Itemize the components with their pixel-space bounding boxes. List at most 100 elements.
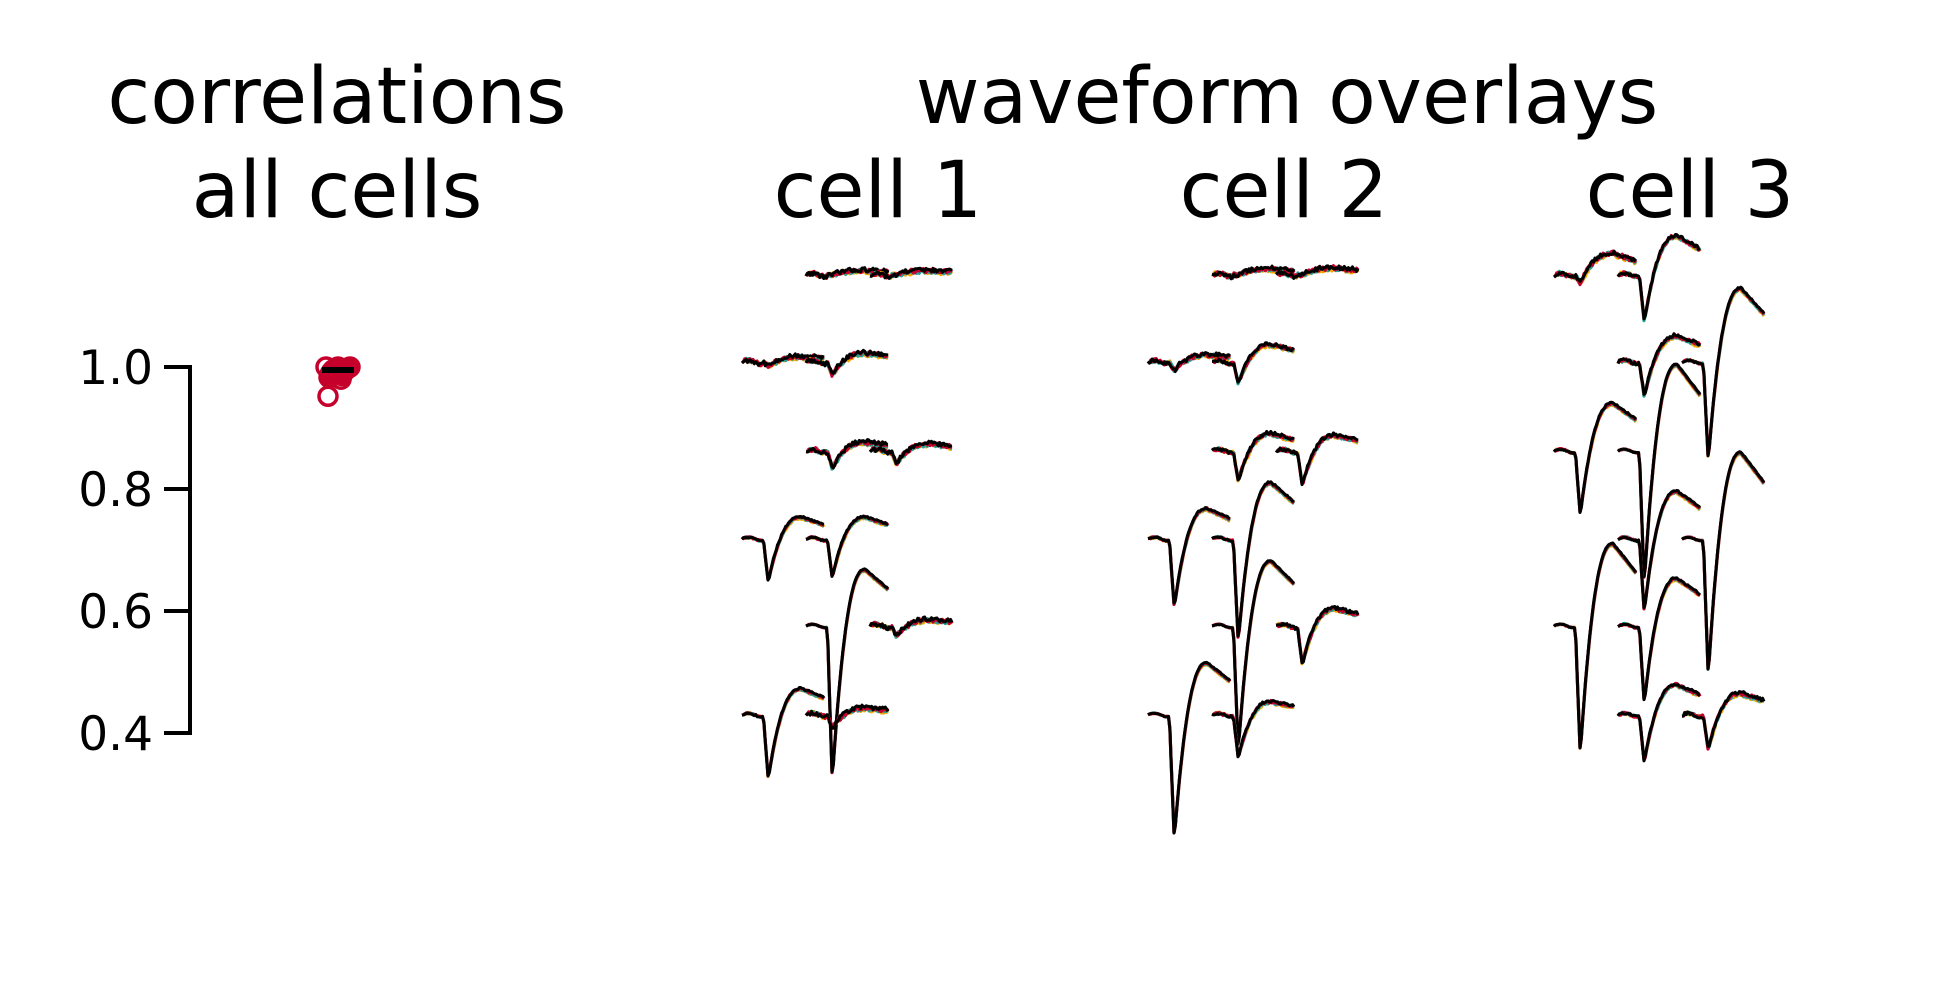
waveform-trace bbox=[1211, 480, 1295, 638]
waveform-trace bbox=[1616, 683, 1701, 763]
waveform-trace bbox=[1211, 699, 1295, 758]
waveform-trace bbox=[1552, 402, 1638, 514]
waveform-channel bbox=[1681, 285, 1766, 458]
waveform-trace bbox=[1552, 401, 1638, 514]
waveform-trace bbox=[1275, 264, 1360, 280]
waveform-channel bbox=[805, 514, 890, 578]
correlation-point bbox=[317, 385, 339, 408]
waveform-channel bbox=[1552, 400, 1638, 514]
waveform-trace bbox=[740, 515, 825, 581]
waveform-trace bbox=[1617, 490, 1702, 610]
waveform-trace bbox=[805, 514, 889, 578]
waveform-trace bbox=[868, 615, 954, 637]
waveform-channel bbox=[805, 438, 889, 471]
waveform-channel bbox=[740, 514, 826, 582]
waveform-trace bbox=[1147, 507, 1231, 606]
waveform-trace bbox=[1211, 700, 1295, 757]
waveform-trace bbox=[869, 266, 953, 280]
waveform-channel bbox=[1275, 431, 1359, 487]
waveform-trace bbox=[1616, 362, 1702, 579]
waveform-trace bbox=[1616, 682, 1701, 762]
waveform-channel bbox=[1147, 660, 1232, 835]
waveform-channel bbox=[804, 348, 889, 378]
waveform-trace bbox=[1211, 699, 1296, 759]
waveform-trace bbox=[1211, 429, 1295, 482]
waveform-channel bbox=[1211, 480, 1296, 639]
waveform-trace bbox=[1147, 661, 1232, 835]
waveform-trace bbox=[1616, 363, 1702, 579]
cell-1-label: cell 1 bbox=[774, 146, 983, 236]
waveform-channel bbox=[1146, 351, 1232, 373]
waveform-trace bbox=[1617, 489, 1702, 611]
waveform-channel bbox=[1616, 233, 1702, 323]
waveform-trace bbox=[1617, 489, 1702, 611]
waveform-trace bbox=[1616, 681, 1702, 762]
waveform-trace bbox=[1275, 431, 1359, 487]
waveform-trace bbox=[805, 568, 890, 775]
cell-3-label: cell 3 bbox=[1586, 146, 1795, 236]
waveform-trace bbox=[805, 438, 889, 470]
correlation-points bbox=[315, 356, 361, 408]
waveform-trace bbox=[740, 516, 826, 581]
waveform-trace bbox=[1681, 287, 1766, 457]
waveform-trace bbox=[868, 439, 953, 466]
waveform-channel bbox=[1552, 541, 1638, 750]
waveform-trace bbox=[1681, 451, 1766, 671]
waveform-trace bbox=[1147, 507, 1231, 606]
waveform-trace bbox=[1147, 660, 1232, 835]
waveform-trace bbox=[1552, 541, 1638, 750]
waveform-trace bbox=[1616, 334, 1702, 397]
waveform-cell-3 bbox=[1552, 233, 1766, 763]
waveform-trace bbox=[741, 686, 826, 778]
waveform-channel bbox=[741, 686, 826, 779]
right-title: waveform overlays bbox=[916, 52, 1659, 142]
waveform-trace bbox=[1681, 288, 1766, 458]
waveform-trace bbox=[805, 567, 890, 774]
waveform-trace bbox=[1681, 452, 1765, 671]
waveform-channel bbox=[868, 439, 953, 467]
waveform-trace bbox=[1147, 663, 1231, 834]
waveform-trace bbox=[1616, 364, 1702, 579]
waveform-channel bbox=[1616, 681, 1702, 763]
waveform-trace bbox=[1681, 690, 1766, 748]
waveform-channel bbox=[1616, 332, 1702, 398]
waveform-channel bbox=[1211, 341, 1296, 386]
left-title-line1: correlations bbox=[107, 52, 566, 142]
waveform-trace bbox=[741, 352, 825, 368]
waveform-channel bbox=[1616, 362, 1702, 579]
waveform-trace bbox=[805, 569, 889, 774]
waveform-trace bbox=[1616, 234, 1702, 322]
waveform-trace bbox=[1617, 576, 1701, 702]
waveform-trace bbox=[805, 568, 890, 774]
correlation-y-axis: 0.40.60.81.0 bbox=[78, 341, 192, 762]
waveform-channel bbox=[1210, 429, 1295, 483]
waveform-channel bbox=[1681, 450, 1766, 671]
cell-2-label: cell 2 bbox=[1180, 146, 1389, 236]
waveform-trace bbox=[1617, 577, 1701, 701]
waveform-channel bbox=[1617, 488, 1702, 611]
waveform-trace bbox=[805, 515, 890, 578]
waveform-trace bbox=[1616, 683, 1701, 761]
waveform-trace bbox=[1616, 233, 1701, 321]
waveform-trace bbox=[1211, 559, 1295, 746]
waveform-trace bbox=[1617, 488, 1701, 610]
waveform-trace bbox=[1616, 234, 1702, 323]
waveform-trace bbox=[1275, 433, 1359, 485]
waveform-channel bbox=[1147, 506, 1231, 606]
waveform-channel bbox=[1211, 559, 1296, 746]
waveform-trace bbox=[1552, 543, 1638, 750]
waveform-trace bbox=[1681, 286, 1766, 457]
waveform-trace bbox=[805, 516, 889, 577]
waveform-overlays bbox=[740, 233, 1766, 835]
waveform-trace bbox=[740, 514, 825, 582]
waveform-trace bbox=[1616, 234, 1701, 320]
waveform-trace bbox=[1146, 351, 1231, 373]
waveform-trace bbox=[1681, 285, 1766, 458]
waveform-trace bbox=[1616, 332, 1702, 396]
waveform-trace bbox=[740, 514, 825, 582]
waveform-channel bbox=[1681, 690, 1766, 751]
waveform-trace bbox=[1275, 605, 1360, 665]
waveform-trace bbox=[1147, 506, 1231, 606]
waveform-trace bbox=[1552, 403, 1638, 513]
